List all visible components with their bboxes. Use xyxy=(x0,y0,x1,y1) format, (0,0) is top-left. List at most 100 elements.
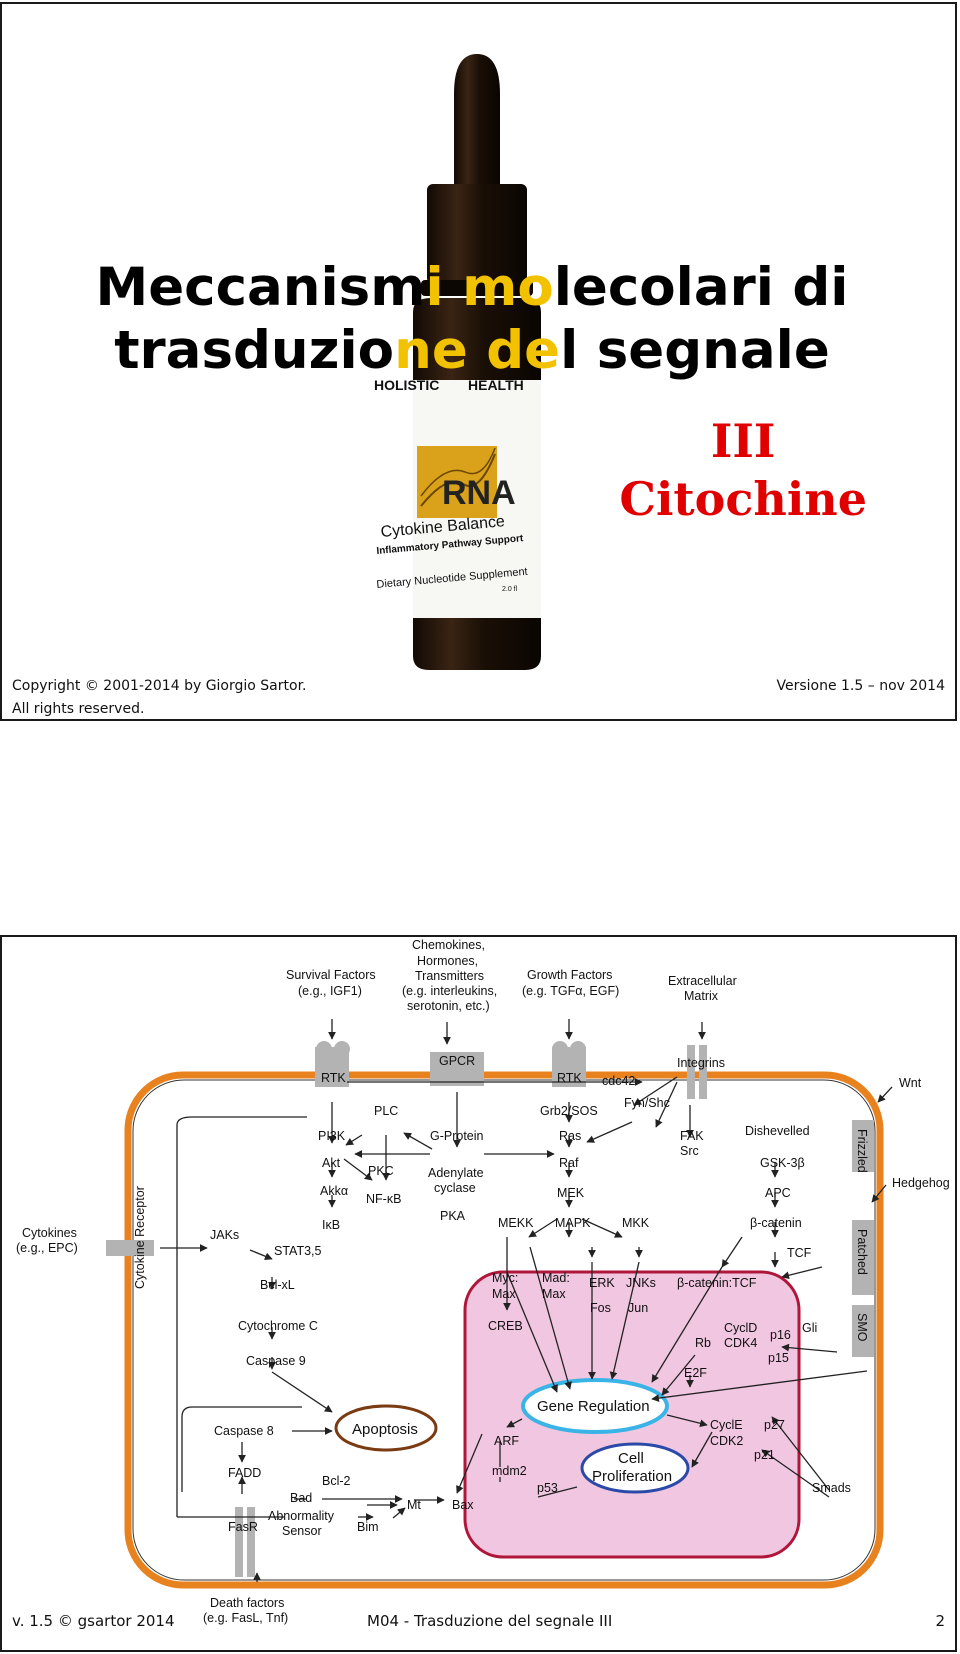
lbl-death2: (e.g. FasL, Tnf) xyxy=(203,1611,288,1625)
lbl-death1: Death factors xyxy=(210,1596,284,1610)
lbl-patched: Patched xyxy=(855,1229,869,1275)
lbl-p21: p21 xyxy=(754,1448,775,1462)
cell-membrane-inner xyxy=(132,1079,876,1581)
gene-regulation-oval xyxy=(521,1378,669,1434)
receptors xyxy=(106,1041,874,1577)
lbl-p16: p16 xyxy=(770,1328,791,1342)
lbl-grb2: Grb2/SOS xyxy=(540,1104,598,1118)
proliferation-oval xyxy=(580,1442,690,1494)
title-slide: HOLISTIC HEALTH RNA Cytokine Balance Inf… xyxy=(0,2,957,721)
lbl-akka: Akkα xyxy=(320,1184,348,1198)
lbl-chemo4: (e.g. interleukins, xyxy=(402,984,497,998)
lbl-bad: Bad xyxy=(290,1491,312,1505)
lbl-chemo1: Chemokines, xyxy=(412,938,485,952)
lbl-jun: Jun xyxy=(628,1301,648,1315)
apoptosis-oval xyxy=(334,1404,438,1452)
slide2-footer-version: v. 1.5 © gsartor 2014 xyxy=(12,1612,175,1630)
patched-receptor xyxy=(852,1220,874,1295)
lbl-adenylate2: cyclase xyxy=(434,1181,476,1195)
lbl-erk: ERK xyxy=(589,1276,615,1290)
lbl-cytokines1: Cytokines xyxy=(22,1226,77,1240)
lbl-mt: Mt xyxy=(407,1498,421,1512)
lbl-cell1: Cell xyxy=(618,1450,644,1467)
integrin-receptor xyxy=(687,1045,695,1099)
title-line1-c: lecolari di xyxy=(553,257,849,318)
lbl-p15: p15 xyxy=(768,1351,789,1365)
cytokine-receptor xyxy=(106,1240,154,1256)
lbl-cdc42: cdc42 xyxy=(602,1074,635,1088)
lbl-cytokines2: (e.g., EPC) xyxy=(16,1241,78,1255)
lbl-abn1: Abnormality xyxy=(268,1509,335,1523)
lbl-ikb: IκB xyxy=(322,1218,340,1232)
lbl-frizzled: Frizzled xyxy=(855,1129,869,1173)
lbl-p53: p53 xyxy=(537,1481,558,1495)
lbl-dishevelled: Dishevelled xyxy=(745,1124,810,1138)
lbl-src: Src xyxy=(680,1144,699,1158)
lbl-chemo2: Hormones, xyxy=(417,954,478,968)
lbl-jaks: JAKs xyxy=(210,1228,239,1242)
lbl-survival: Survival Factors xyxy=(286,968,376,982)
bottle-product: RNA xyxy=(442,474,516,512)
lbl-integrins: Integrins xyxy=(677,1056,725,1070)
lbl-gprotein: G-Protein xyxy=(430,1129,484,1143)
cell-membrane xyxy=(124,1071,884,1589)
lbl-pkc: PKC xyxy=(368,1164,394,1178)
lbl-survival-eg: (e.g., IGF1) xyxy=(298,984,362,998)
lbl-chemo5: serotonin, etc.) xyxy=(407,999,490,1013)
lbl-plc: PLC xyxy=(374,1104,398,1118)
lbl-fynshc: Fyn/Shc xyxy=(624,1096,670,1110)
lbl-bcattcf: β-catenin:TCF xyxy=(677,1276,757,1290)
slide-subtitle: III Citochine xyxy=(619,412,867,528)
lbl-mkk: MKK xyxy=(622,1216,650,1230)
lbl-bcat: β-catenin xyxy=(750,1216,802,1230)
lbl-mdm2: mdm2 xyxy=(492,1464,527,1478)
lbl-e2f: E2F xyxy=(684,1366,707,1380)
lbl-rb: Rb xyxy=(695,1336,711,1350)
lbl-bim: Bim xyxy=(357,1520,379,1534)
subtitle-line-2: Citochine xyxy=(619,472,867,526)
lbl-max1: Max xyxy=(492,1287,516,1301)
lbl-p27: p27 xyxy=(764,1418,785,1432)
title-line1-highlight: i mo xyxy=(425,257,554,318)
lbl-rtk1: RTK xyxy=(321,1071,346,1085)
subtitle-line-1: III xyxy=(710,414,776,468)
frizzled-receptor xyxy=(852,1120,874,1172)
lbl-extra2: Matrix xyxy=(684,989,719,1003)
lbl-stat: STAT3,5 xyxy=(274,1244,322,1258)
lbl-rtk2: RTK xyxy=(557,1071,582,1085)
lbl-generegulation: Gene Regulation xyxy=(537,1398,650,1415)
copyright-text: Copyright © 2001-2014 by Giorgio Sartor. xyxy=(12,678,307,694)
lbl-mekk: MEKK xyxy=(498,1216,534,1230)
lbl-extra1: Extracellular xyxy=(668,974,737,988)
version-text: Versione 1.5 – nov 2014 xyxy=(776,678,945,694)
lbl-pka: PKA xyxy=(440,1209,466,1223)
pathway-arrows xyxy=(160,1019,893,1582)
lbl-gsk: GSK-3β xyxy=(760,1156,805,1170)
slide2-footer-title: M04 - Trasduzione del segnale III xyxy=(367,1612,613,1630)
lbl-myc: Myc: xyxy=(492,1271,518,1285)
lbl-gli: Gli xyxy=(802,1321,817,1335)
lbl-adenylate1: Adenylate xyxy=(428,1166,484,1180)
lbl-bcl2: Bcl-2 xyxy=(322,1474,351,1488)
lbl-tcf: TCF xyxy=(787,1246,812,1260)
lbl-creb: CREB xyxy=(488,1319,523,1333)
lbl-akt: Akt xyxy=(322,1156,341,1170)
bottle-brand-right: HEALTH xyxy=(468,377,524,393)
lbl-cycd: CyclD xyxy=(724,1321,757,1335)
bottle-brand-left: HOLISTIC xyxy=(374,377,440,393)
slide-title: Meccanismi molecolari di trasduzione del… xyxy=(42,256,902,382)
title-line-1: Meccanismi molecolari di xyxy=(42,256,902,319)
rna-bottle-image xyxy=(413,54,541,670)
lbl-cytorec: Cytokine Receptor xyxy=(133,1186,147,1289)
slide2-page-number: 2 xyxy=(935,1612,945,1630)
gpcr-receptor xyxy=(430,1052,484,1086)
lbl-bax: Bax xyxy=(452,1498,474,1512)
lbl-mad: Mad: xyxy=(542,1271,570,1285)
lbl-mapk: MAPK xyxy=(555,1216,591,1230)
lbl-mek: MEK xyxy=(557,1186,585,1200)
lbl-raf: Raf xyxy=(559,1156,579,1170)
lbl-fadd: FADD xyxy=(228,1466,261,1480)
lbl-arf: ARF xyxy=(494,1434,519,1448)
loop-path xyxy=(176,1116,307,1126)
title-line1-a: Meccanism xyxy=(95,257,426,318)
